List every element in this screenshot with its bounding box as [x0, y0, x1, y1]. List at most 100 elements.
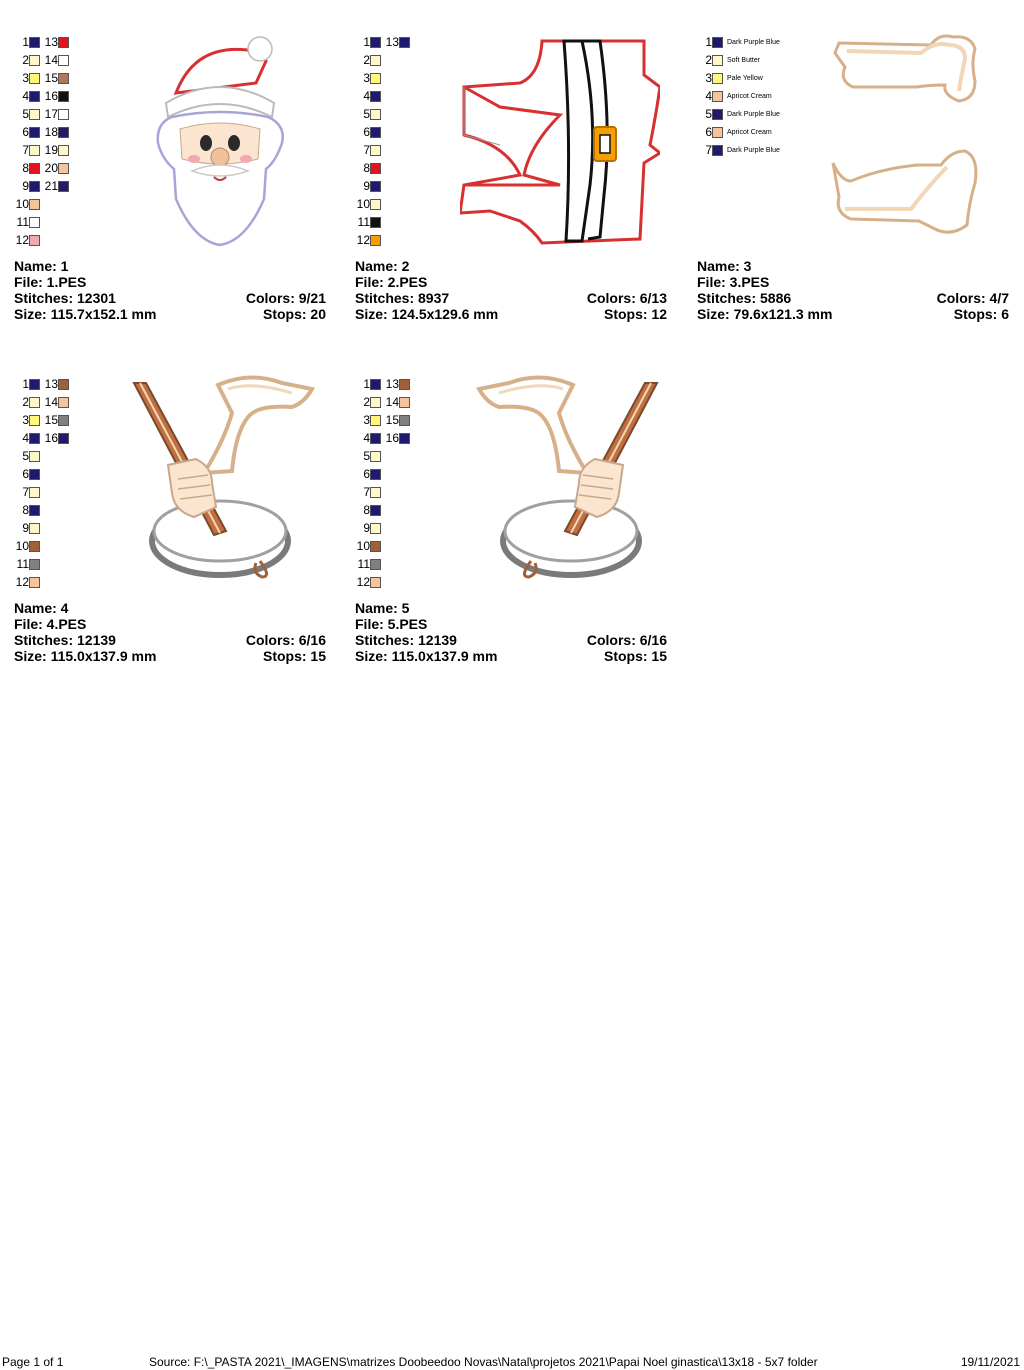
color-index: 4	[363, 431, 370, 445]
color-index: 7	[363, 485, 370, 499]
santa-drum-mirrored-design	[475, 375, 659, 579]
color-swatch	[370, 127, 381, 138]
color-swatch	[370, 397, 381, 408]
color-index: 16	[385, 431, 399, 445]
palette-row: 7	[355, 483, 410, 501]
color-index: 6	[22, 467, 29, 481]
color-swatch	[370, 487, 381, 498]
color-swatch	[58, 433, 69, 444]
color-swatch	[29, 379, 40, 390]
color-index: 5	[22, 107, 29, 121]
color-index: 19	[44, 143, 58, 157]
design-file: File: 5.PES	[355, 616, 428, 632]
design-size: Size: 124.5x129.6 mm	[355, 306, 499, 322]
color-index: 9	[363, 521, 370, 535]
color-swatch	[29, 523, 40, 534]
color-index: 4	[363, 89, 370, 103]
design-name: Name: 3	[697, 258, 752, 274]
palette-row: 10	[355, 195, 410, 213]
palette-row: 6	[355, 123, 410, 141]
design-file: File: 3.PES	[697, 274, 770, 290]
color-index: 8	[363, 503, 370, 517]
palette-row: 11	[14, 555, 69, 573]
palette-row: 9	[355, 177, 410, 195]
color-index: 14	[385, 395, 399, 409]
stitch-count: Stitches: 5886	[697, 290, 792, 306]
color-index: 18	[44, 125, 58, 139]
color-index: 13	[44, 35, 58, 49]
palette-row: 10	[14, 195, 69, 213]
color-index: 5	[705, 107, 712, 121]
stitch-count: Stitches: 12139	[355, 632, 457, 648]
color-index: 13	[385, 377, 399, 391]
color-swatch	[712, 127, 723, 138]
color-index: 2	[363, 53, 370, 67]
color-index: 10	[356, 539, 370, 553]
color-index: 3	[705, 71, 712, 85]
palette-row: 11	[355, 213, 410, 231]
color-count: Colors: 6/16	[586, 632, 667, 648]
color-swatch	[712, 73, 723, 84]
palette-row: 10	[14, 537, 69, 555]
santa-face-design	[156, 36, 284, 247]
color-swatch	[370, 469, 381, 480]
color-swatch	[370, 523, 381, 534]
color-index: 1	[705, 35, 712, 49]
stitch-count: Stitches: 12301	[14, 290, 116, 306]
color-swatch	[29, 541, 40, 552]
color-swatch	[399, 397, 410, 408]
palette-row: 7	[355, 141, 410, 159]
color-count: Colors: 6/16	[245, 632, 326, 648]
palette-row: 6	[355, 465, 410, 483]
palette-row: 5	[355, 447, 410, 465]
color-index: 2	[22, 53, 29, 67]
color-swatch	[58, 91, 69, 102]
color-swatch	[29, 235, 40, 246]
color-swatch	[370, 415, 381, 426]
color-index: 4	[22, 431, 29, 445]
color-index: 13	[44, 377, 58, 391]
design-name: Name: 2	[355, 258, 410, 274]
color-index: 11	[357, 215, 370, 229]
color-swatch	[29, 559, 40, 570]
palette-row: 9	[14, 519, 69, 537]
thread-name: Apricot Cream	[727, 129, 772, 136]
palette-row: 8	[355, 159, 410, 177]
design-size: Size: 115.0x137.9 mm	[355, 648, 498, 664]
color-index: 8	[363, 161, 370, 175]
color-swatch	[399, 379, 410, 390]
color-swatch	[370, 145, 381, 156]
color-swatch	[29, 55, 40, 66]
design-name: Name: 5	[355, 600, 410, 616]
color-swatch	[58, 145, 69, 156]
color-index: 10	[15, 197, 29, 211]
color-swatch	[370, 505, 381, 516]
design-size: Size: 115.0x137.9 mm	[14, 648, 157, 664]
stop-count: Stops: 15	[262, 648, 326, 664]
color-swatch	[29, 415, 40, 426]
color-swatch	[712, 37, 723, 48]
color-swatch	[370, 181, 381, 192]
color-swatch	[29, 487, 40, 498]
color-swatch	[29, 145, 40, 156]
color-index: 11	[357, 557, 370, 571]
color-swatch	[29, 577, 40, 588]
color-swatch	[29, 37, 40, 48]
color-index: 7	[363, 143, 370, 157]
color-swatch	[29, 181, 40, 192]
palette-row: 11	[14, 213, 69, 231]
color-swatch	[29, 397, 40, 408]
